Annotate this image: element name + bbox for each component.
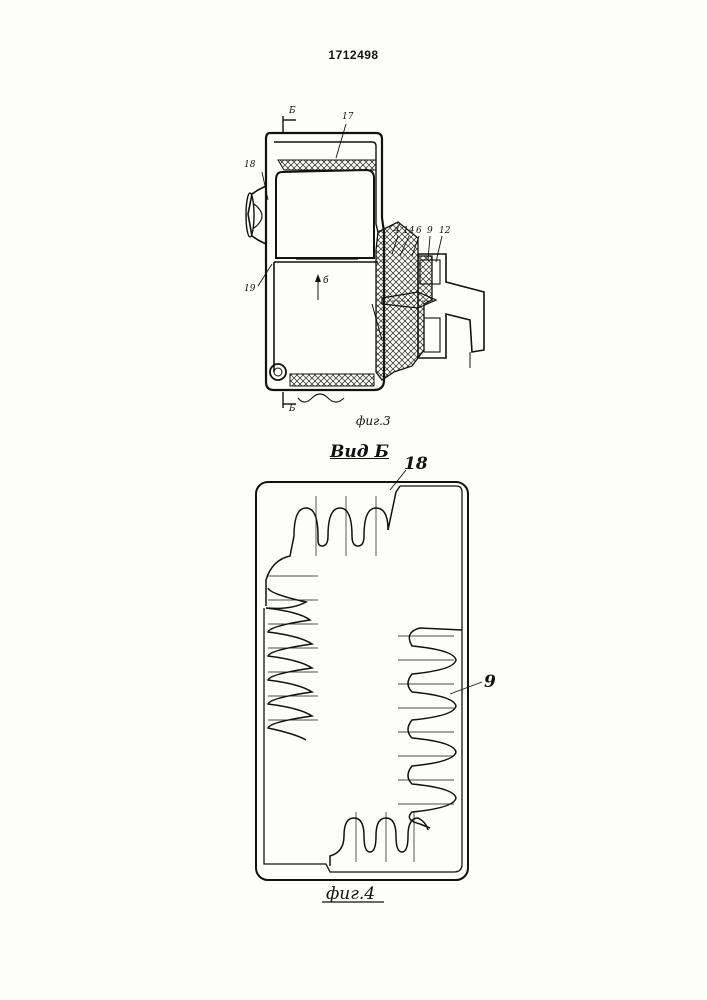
fig4-caption: фиг.4 [326, 884, 375, 904]
fig4-label-9: 9 [484, 672, 496, 692]
fig4-label-18: 18 [404, 454, 428, 474]
